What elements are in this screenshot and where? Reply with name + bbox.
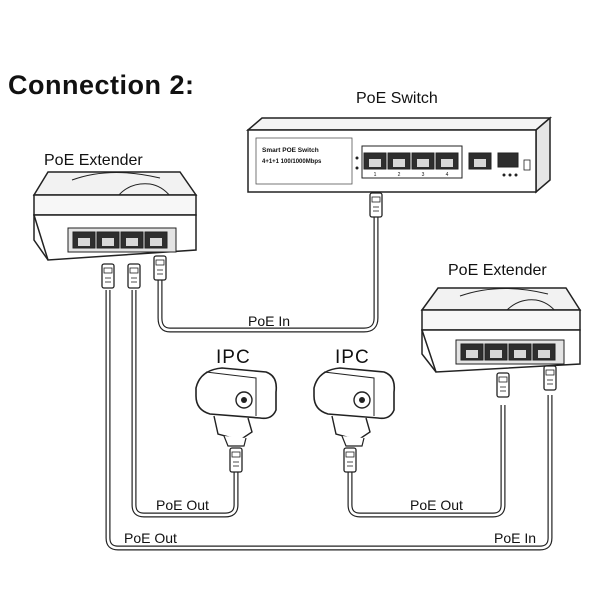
cable-right-extender-to-ipc-right [347,405,506,518]
switch-cable-plug [369,192,383,218]
poe-switch: Smart POE Switch 4+1+1 100/1000Mbps 1 2 … [245,116,553,194]
wire-label-poe-out-ipc-left: PoE Out [156,497,209,513]
switch-label: PoE Switch [356,90,438,107]
extender-right-label: PoE Extender [448,262,547,279]
ipc-right-cable-plug [343,447,357,473]
switch-port-number-2: 2 [398,172,401,178]
ipc-left-label: IPC [216,347,251,368]
extender-right-cable-plugs [496,365,557,398]
switch-port-number-4: 4 [446,172,449,178]
extender-left [32,171,198,261]
ipc-camera-right [313,367,396,447]
ipc-camera-left [195,367,278,447]
wire-label-poe-in-bottom: PoE In [494,530,537,546]
switch-panel-line2: 4+1+1 100/1000Mbps [262,159,322,165]
cable-switch-to-left-extender [157,215,379,333]
extender-left-cable-plugs [101,255,167,289]
ipc-left-cable-plug [229,447,243,473]
switch-port-number-1: 1 [374,172,377,178]
cable-left-extender-to-ipc-left [131,290,239,518]
ipc-right-label: IPC [335,347,370,368]
wire-label-poe-in-switch: PoE In [248,313,291,329]
wire-label-poe-out-ipc-right: PoE Out [410,497,463,513]
diagram-heading: Connection 2: [8,70,195,100]
wire-label-poe-out-bottom: PoE Out [124,530,177,546]
extender-left-label: PoE Extender [44,152,143,169]
cable-bottom-loop [105,290,553,551]
extender-right [420,287,582,373]
switch-port-number-3: 3 [422,172,425,178]
switch-panel-line1: Smart POE Switch [262,147,319,154]
